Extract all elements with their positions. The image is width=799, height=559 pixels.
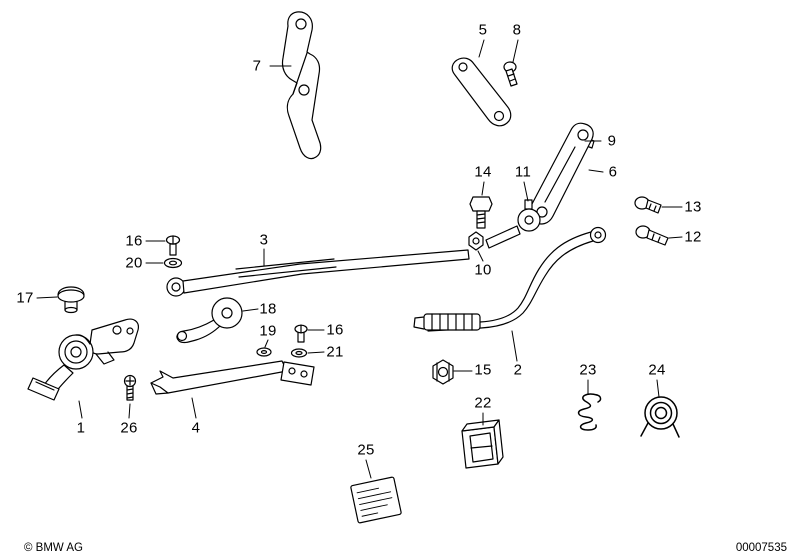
- callout-21: 21: [326, 343, 344, 361]
- callout-4: 4: [191, 419, 201, 437]
- callout-9: 9: [607, 132, 617, 150]
- part-22-rocker-switch: [461, 419, 504, 469]
- part-19-washer: [256, 347, 272, 357]
- part-15-hex-nut: [432, 359, 454, 385]
- part-1-pedal-assembly: [27, 318, 139, 401]
- part-2-bent-rod: [413, 226, 607, 332]
- part-16-screw-upper: [165, 235, 181, 256]
- callout-23: 23: [579, 361, 597, 379]
- leader-lines: [36, 39, 683, 479]
- part-12-bolt: [635, 225, 669, 246]
- part-16-screw-lower: [294, 324, 308, 343]
- callout-16: 16: [326, 321, 344, 339]
- part-7-bracket: [281, 11, 322, 160]
- callout-15: 15: [474, 361, 492, 379]
- part-3-linkage-rod: [166, 249, 470, 297]
- callout-3: 3: [259, 231, 269, 249]
- callout-2: 2: [513, 361, 523, 379]
- callout-19: 19: [259, 322, 277, 340]
- document-number: 00007535: [735, 542, 787, 554]
- callout-10: 10: [474, 261, 492, 279]
- copyright-text: © BMW AG: [24, 542, 83, 554]
- callout-14: 14: [474, 163, 492, 181]
- callout-12: 12: [684, 228, 702, 246]
- part-10-nut: [468, 231, 484, 251]
- part-23-spring: [577, 393, 602, 431]
- part-20-washer: [163, 257, 183, 269]
- callout-5: 5: [478, 21, 488, 39]
- callout-6: 6: [608, 163, 618, 181]
- callout-24: 24: [648, 361, 666, 379]
- part-24-torsion-spring: [640, 396, 680, 438]
- part-14-hex-bolt: [469, 196, 493, 229]
- callout-20: 20: [125, 254, 143, 272]
- callout-26: 26: [120, 419, 138, 437]
- part-8-bolt: [503, 61, 518, 87]
- callout-25: 25: [357, 441, 375, 459]
- part-5-curved-arm: [451, 57, 512, 127]
- part-25-sticker: [350, 476, 402, 524]
- part-4-forked-lever: [150, 360, 315, 395]
- part-21-washer: [290, 348, 308, 358]
- callout-1: 1: [76, 419, 86, 437]
- callout-13: 13: [684, 198, 702, 216]
- part-11-tie-rod-end: [485, 199, 541, 249]
- callout-11: 11: [514, 163, 532, 181]
- callout-17: 17: [16, 289, 34, 307]
- part-18-round-pad-lever: [176, 297, 243, 344]
- part-17-knob: [57, 286, 85, 314]
- callout-8: 8: [512, 21, 522, 39]
- callout-18: 18: [259, 300, 277, 318]
- callout-22: 22: [474, 394, 492, 412]
- part-6-link-lever: [529, 122, 594, 225]
- callout-7: 7: [252, 57, 262, 75]
- part-13-bolt: [634, 196, 662, 214]
- callout-16: 16: [125, 232, 143, 250]
- part-26-screw: [123, 374, 137, 401]
